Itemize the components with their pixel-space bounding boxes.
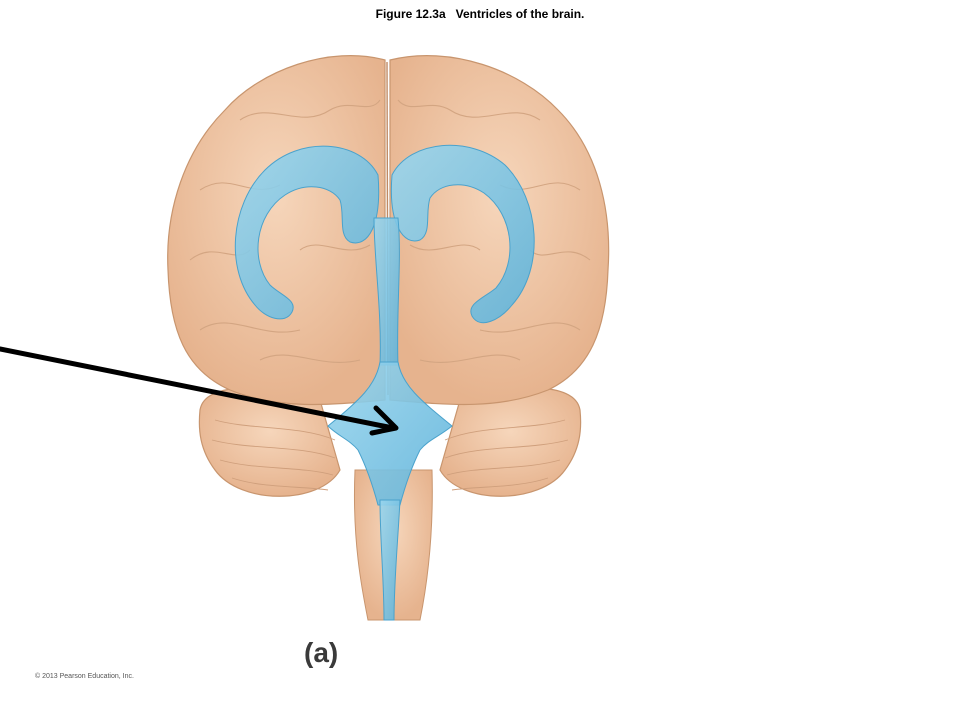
ventricular-system (234, 144, 535, 621)
right-lateral-ventricle (390, 144, 535, 324)
panel-label: (a) (304, 637, 339, 668)
cerebellum (198, 387, 582, 497)
copyright-notice: © 2013 Pearson Education, Inc. (35, 673, 134, 680)
cerebrum (167, 55, 610, 406)
figure-title: Figure 12.3a Ventricles of the brain. (375, 7, 585, 21)
left-lateral-ventricle (234, 145, 380, 320)
pointer-arrow (0, 346, 399, 436)
central-canal (379, 499, 401, 621)
